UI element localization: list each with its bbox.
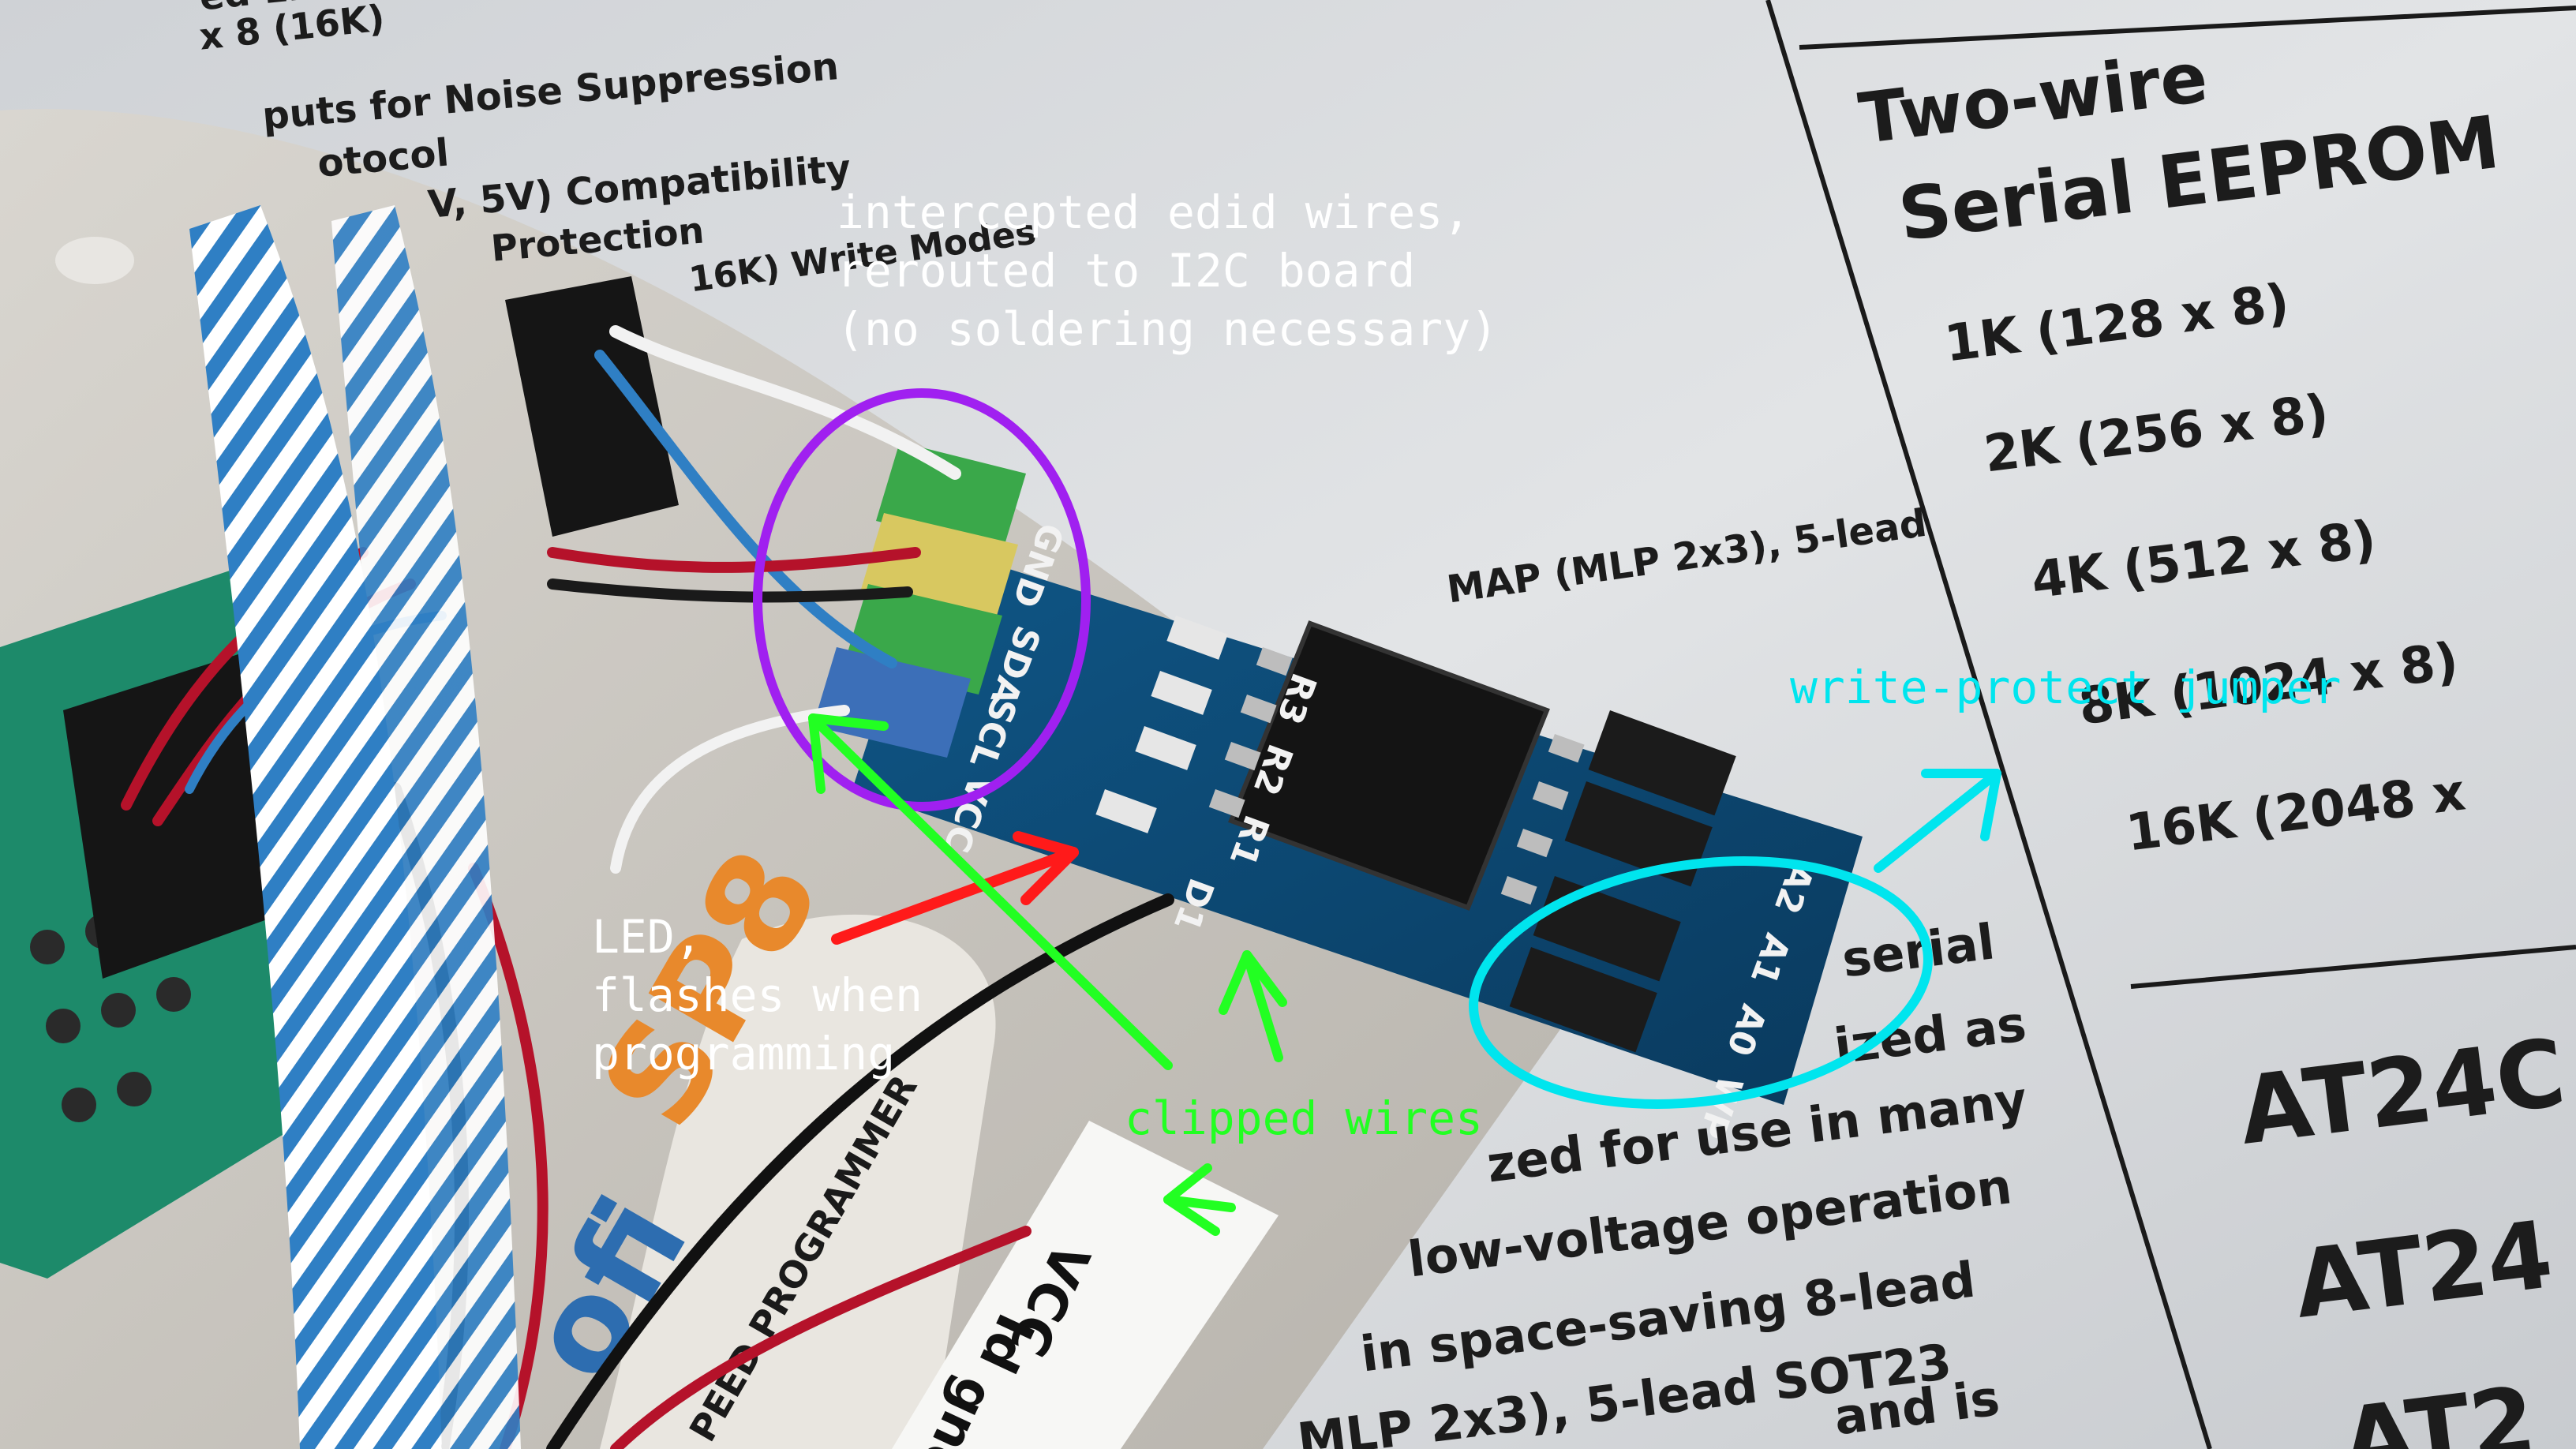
green-arrowhead-1 — [808, 713, 889, 794]
annotation-write-protect: write-protect jumper — [1790, 661, 2342, 714]
cyan-arrow — [1874, 769, 2001, 873]
dupont-vcc — [813, 647, 971, 758]
green-arrow-3 — [1163, 1195, 1236, 1212]
twisted-cable-bundle-2 — [331, 205, 521, 1449]
green-arrow-2 — [1242, 950, 1283, 1062]
table-border-line — [2130, 945, 2576, 989]
chip-pins — [1208, 647, 1585, 905]
annotation-led: LED, flashes when programming — [592, 910, 923, 1080]
pin-header-block — [63, 647, 300, 979]
programmer-screw — [55, 237, 134, 284]
table-border-line — [1765, 0, 2212, 1449]
address-jumpers — [1509, 710, 1736, 1053]
purple-circle — [753, 388, 1091, 811]
smd-parts — [1095, 616, 1228, 833]
green-arrowhead-2 — [1219, 950, 1287, 1015]
cyan-ellipse — [1469, 856, 1933, 1109]
annotation-intercepted-wires: intercepted edid wires, rerouted to I2C … — [837, 185, 1499, 356]
green-arrowhead-3 — [1163, 1163, 1220, 1236]
annotation-clipped-wires: clipped wires — [1125, 1091, 1483, 1145]
cyan-arrowhead — [1921, 769, 2001, 841]
twisted-cable-bundle — [189, 205, 442, 1449]
red-arrow — [831, 847, 1079, 945]
green-arrow-1 — [808, 713, 1173, 1070]
programmer-label-panel — [600, 914, 996, 1449]
red-arrowhead — [1013, 831, 1079, 905]
table-border-line — [1799, 6, 2576, 50]
